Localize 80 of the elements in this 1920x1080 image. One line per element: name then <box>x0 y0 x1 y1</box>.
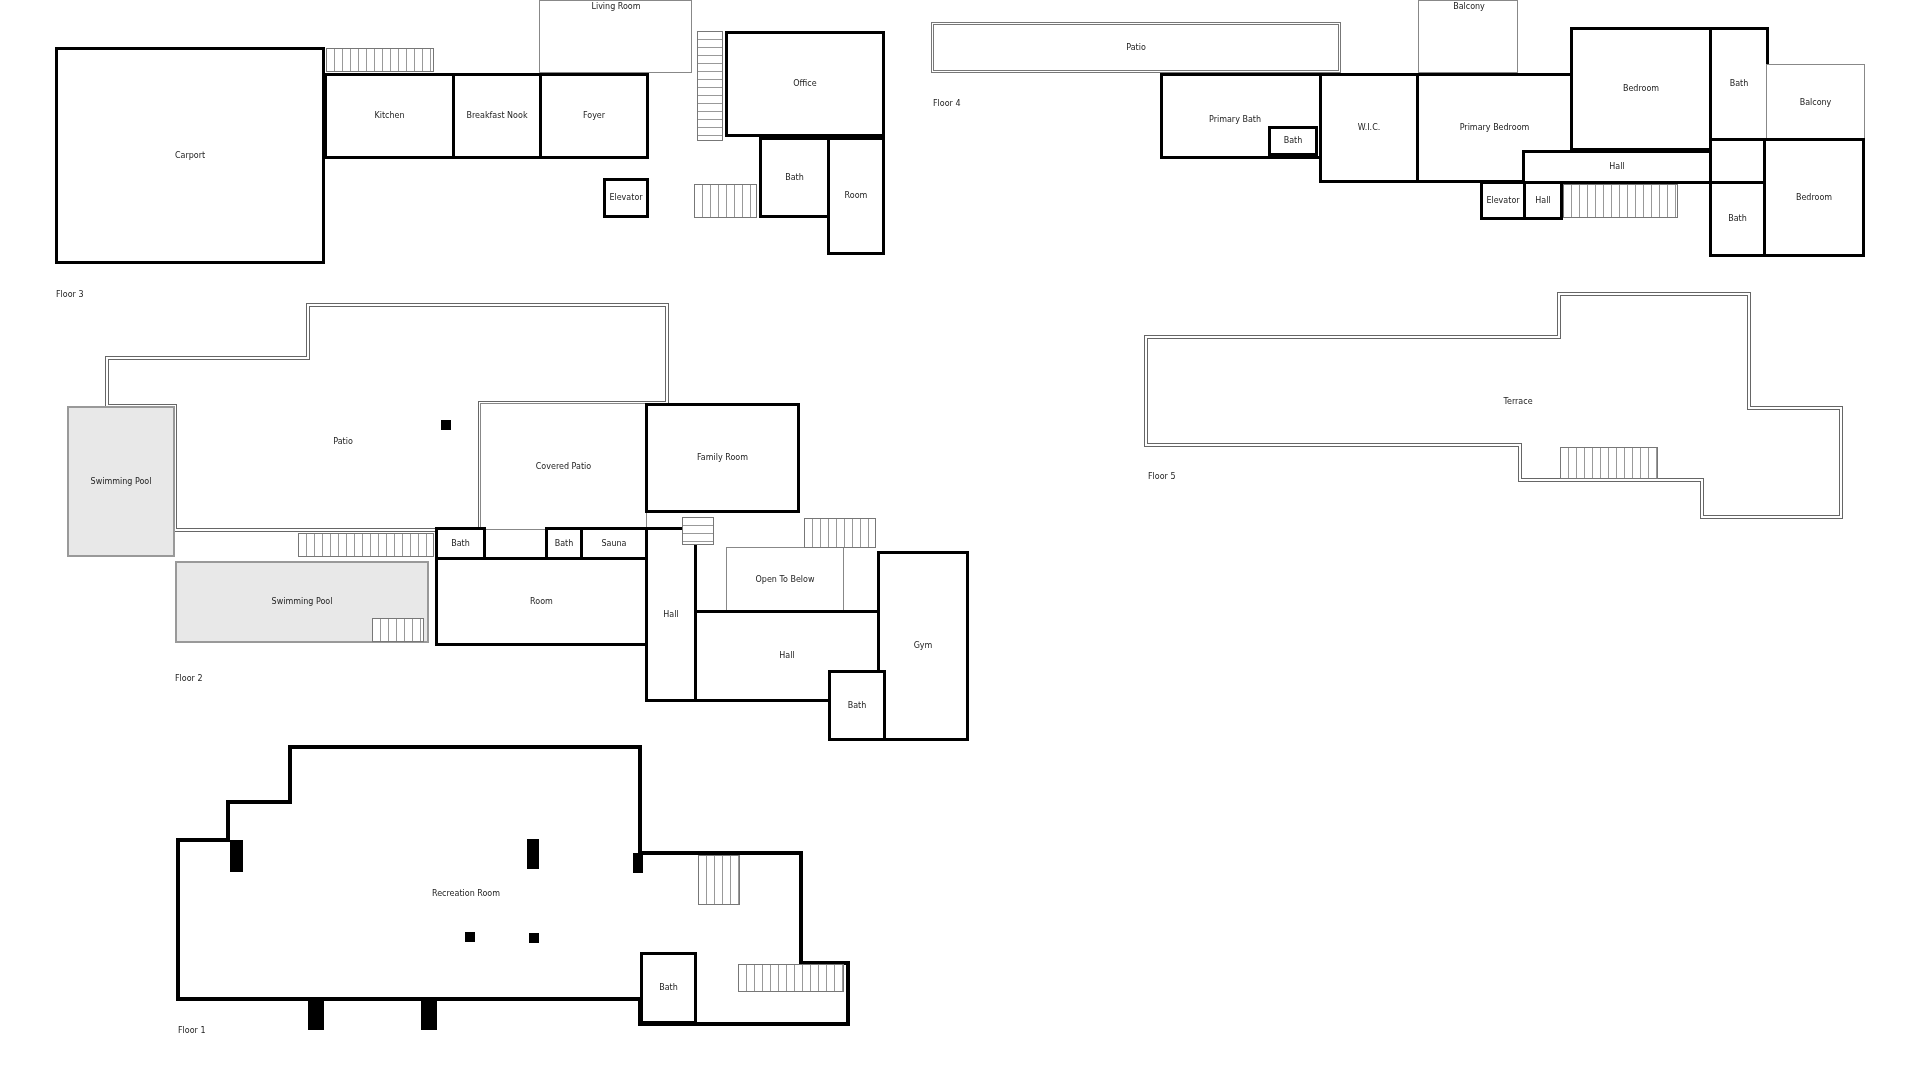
floor-label: Floor 1 <box>178 1025 206 1037</box>
room-label: Hall <box>1609 161 1625 173</box>
room <box>175 561 429 643</box>
room-label: Bath <box>847 699 867 712</box>
room-label: Hall <box>663 608 679 621</box>
room <box>645 527 697 702</box>
room-label: Room <box>530 595 553 608</box>
room-label: Elevator <box>1486 194 1520 207</box>
room <box>877 551 969 741</box>
room <box>645 403 800 513</box>
room <box>1146 294 1841 517</box>
room <box>827 137 885 255</box>
room <box>725 31 885 137</box>
room-label: Living Room <box>591 1 641 13</box>
room <box>1418 0 1518 73</box>
room <box>1160 73 1322 159</box>
room-label: Bath <box>1283 135 1303 147</box>
room-label: Bath <box>1729 78 1749 90</box>
room-label: Primary Bath <box>1208 114 1262 126</box>
room-label: Terrace <box>1503 396 1533 408</box>
floor-label: Floor 4 <box>933 98 961 110</box>
room <box>539 0 692 73</box>
room-label: Balcony <box>1799 96 1832 109</box>
room-label: Hall <box>1535 194 1551 207</box>
room-label: Hall <box>779 650 795 662</box>
room <box>828 670 886 741</box>
room-label: Open To Below <box>755 574 815 586</box>
room <box>178 747 848 1024</box>
room <box>480 403 647 530</box>
room-label: Patio <box>333 436 353 448</box>
room-label: Bath <box>785 171 804 184</box>
room-label: Kitchen <box>374 110 405 122</box>
room <box>931 22 1341 73</box>
room <box>324 73 455 159</box>
room-label: Balcony <box>1453 1 1485 13</box>
room-label: Swimming Pool <box>90 475 152 488</box>
room <box>1522 150 1712 184</box>
room-label: Foyer <box>582 110 606 122</box>
room <box>1480 181 1526 220</box>
floor-label: Floor 5 <box>1148 471 1176 483</box>
room-label: Bath <box>451 537 470 550</box>
room <box>1570 27 1712 151</box>
room <box>435 557 648 646</box>
room <box>1268 126 1318 156</box>
room-label: Bedroom <box>1622 83 1660 95</box>
room <box>726 547 844 613</box>
room <box>1709 27 1769 141</box>
room <box>1319 73 1419 183</box>
room-label: Breakfast Nook <box>466 110 528 122</box>
room-label: Recreation Room <box>431 888 501 900</box>
room <box>67 406 175 557</box>
room-label: Patio <box>1126 41 1146 54</box>
room-label: Bedroom <box>1795 191 1833 204</box>
room-label: Family Room <box>696 452 749 464</box>
room <box>694 610 880 702</box>
room <box>55 47 325 264</box>
room <box>452 73 542 159</box>
room-label: Carport <box>174 149 206 162</box>
room <box>539 73 649 159</box>
room-label: Bath <box>659 982 678 994</box>
room-label: Gym <box>913 640 933 652</box>
room <box>1766 64 1865 141</box>
room-label: Bath <box>1728 213 1747 225</box>
room-label: Primary Bedroom <box>1459 122 1530 134</box>
room <box>640 952 697 1024</box>
room-label: Swimming Pool <box>271 596 333 608</box>
floor-label: Floor 2 <box>175 673 203 685</box>
room-label: Sauna <box>601 537 627 550</box>
floor-label: Floor 3 <box>56 289 84 301</box>
room-label: Elevator <box>609 192 643 204</box>
room <box>1709 181 1766 257</box>
room-label: Room <box>844 190 868 202</box>
room <box>1523 181 1563 220</box>
room-label: Covered Patio <box>535 460 592 473</box>
room <box>759 137 830 218</box>
room <box>603 178 649 218</box>
room <box>1763 138 1865 257</box>
room-label: Office <box>793 78 817 90</box>
room-label: Bath <box>554 537 574 550</box>
room-label: W.I.C. <box>1357 122 1381 134</box>
